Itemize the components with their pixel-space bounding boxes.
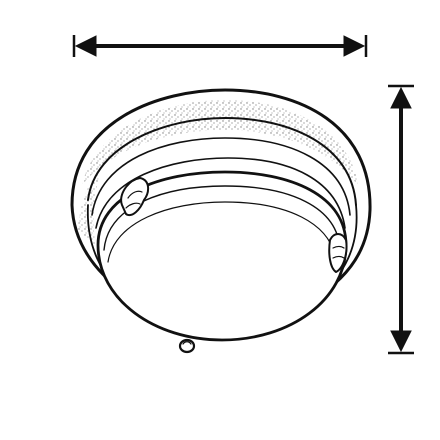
ceiling-light-fixture-icon [70,88,372,354]
width-arrow-icon [72,35,368,57]
height-arrow-icon [388,84,414,355]
